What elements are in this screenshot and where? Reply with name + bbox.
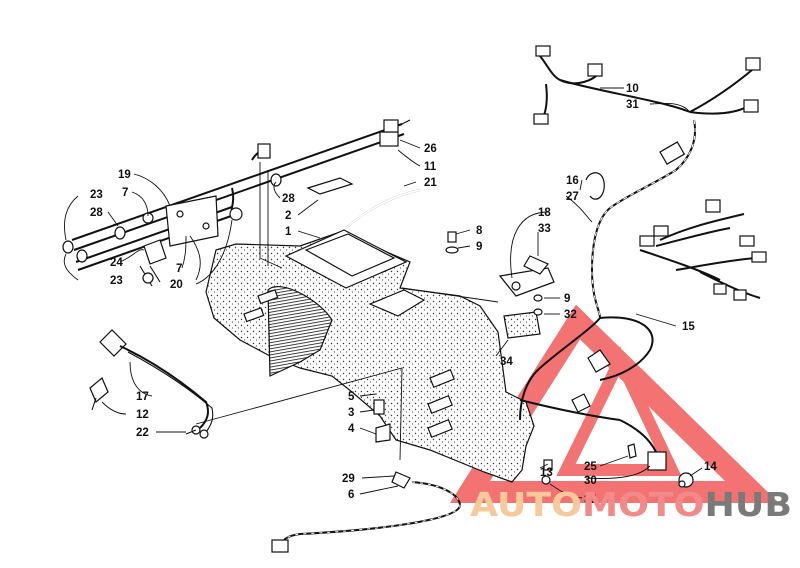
callout-17: 17 [136,391,149,403]
callout-29: 29 [342,473,355,485]
callout-8: 8 [476,225,483,237]
callout-33: 33 [538,223,551,235]
mount-bracket-18 [373,231,637,485]
callout-labels: 10 31 26 11 21 19 7 23 28 28 2 1 24 7 23… [90,83,717,506]
callout-7-bottom: 7 [176,263,182,275]
callout-4: 4 [348,423,355,435]
callout-9-bottom: 9 [564,293,570,305]
callout-16: 16 [566,175,579,187]
callout-20: 20 [170,279,183,291]
callout-2: 2 [285,210,291,222]
throttle-cable-assembly [89,329,214,439]
wiring-harness [271,45,767,553]
watermark-moto: MOTO [582,485,705,524]
callout-26: 26 [424,143,437,155]
callout-5: 5 [348,391,355,403]
callout-25: 25 [584,461,597,473]
callout-32: 32 [564,309,577,321]
callout-31: 31 [626,99,639,111]
watermark-auto: AUTO [470,485,582,524]
callout-1: 1 [285,226,292,238]
callout-28-right: 28 [282,193,295,205]
callout-13: 13 [540,467,553,479]
callout-9-top: 9 [476,241,482,253]
callout-27: 27 [566,191,579,203]
callout-23-top: 23 [90,189,103,201]
callout-28-left: 28 [90,207,103,219]
callout-18: 18 [538,207,551,219]
callout-21: 21 [424,177,437,189]
callout-12: 12 [136,409,149,421]
callout-3: 3 [348,407,354,419]
callout-24: 24 [110,257,123,269]
watermark-hub: HUB [705,485,792,524]
callout-6: 6 [348,489,354,501]
callout-35: 35 [584,494,597,506]
callout-14: 14 [704,461,717,473]
callout-23-bottom: 23 [110,275,123,287]
callout-19: 19 [118,169,131,181]
callout-30: 30 [584,475,597,487]
leader-lines [63,87,703,499]
callout-15: 15 [682,321,695,333]
callout-11: 11 [424,161,437,173]
console-housing [205,177,535,483]
callout-10: 10 [626,83,639,95]
callout-34: 34 [500,356,513,368]
callout-7-top: 7 [122,187,128,199]
support-bar-assembly [62,119,411,287]
callout-22: 22 [136,427,149,439]
